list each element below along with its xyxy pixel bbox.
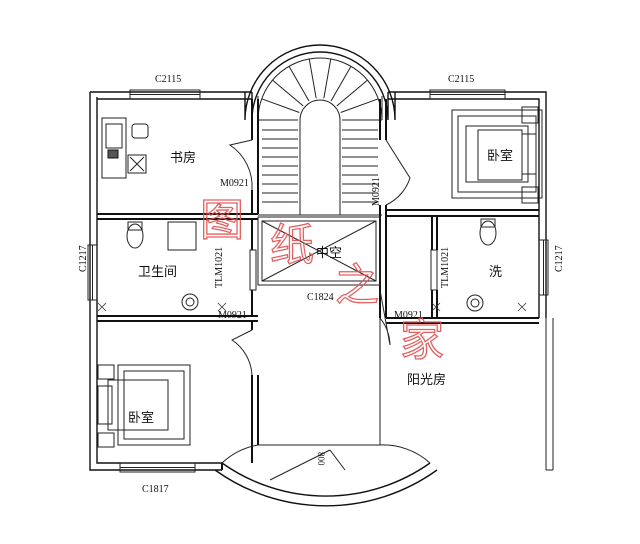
watermark-char-2: 纸 [270, 220, 314, 271]
sliding-door-code-left: TLM1021 [214, 247, 225, 288]
label-sunroom: 阳光房 [407, 372, 446, 387]
stair-tread-radial [288, 66, 310, 102]
void-opening [257, 216, 381, 286]
watermark: 图 纸 之 家 [199, 194, 444, 366]
stair-tread-radial [340, 98, 379, 113]
stair-tread-radial [330, 66, 352, 102]
label-study: 书房 [170, 150, 196, 165]
window-code-top-left: C2115 [155, 74, 181, 85]
door-code-stair: M0921 [371, 177, 382, 206]
windows [87, 89, 549, 473]
label-void: 中空 [316, 245, 342, 260]
bathroom-fixtures [126, 218, 497, 312]
label-wash: 洗 [489, 264, 502, 279]
balcony-dimension: 800 [316, 452, 326, 466]
watermark-char-3: 之 [335, 260, 379, 311]
study-desk [101, 117, 149, 179]
label-bedroom-bottom-left: 卧室 [128, 410, 154, 425]
bed-bottom-left [97, 364, 191, 448]
doors [228, 139, 438, 376]
label-bathroom: 卫生间 [138, 264, 177, 279]
curved-balcony [214, 444, 438, 507]
door-code-bedroom: M0921 [218, 310, 247, 321]
window-code-top-right: C2115 [448, 74, 474, 85]
window-code-void: C1824 [307, 292, 334, 303]
stair-tread-radial [261, 98, 300, 113]
window-code-left: C1217 [78, 245, 89, 272]
stair-tower [244, 44, 396, 216]
door-code-wash: M0921 [394, 310, 423, 321]
stair-tread-radial [336, 79, 368, 107]
window-code-right: C1217 [554, 245, 565, 272]
stair-treads [258, 58, 382, 203]
stair-tread-radial [272, 79, 304, 107]
watermark-char-4: 家 [400, 315, 444, 366]
corner-marks [97, 302, 527, 312]
stair-tread-radial [323, 58, 332, 99]
watermark-char-1: 图 [200, 195, 244, 246]
stair-tread-radial [308, 58, 317, 99]
window-code-bottom: C1817 [142, 484, 169, 495]
label-bedroom-top-right: 卧室 [487, 148, 513, 163]
bed-top-right [451, 106, 543, 204]
door-code-study: M0921 [220, 178, 249, 189]
sliding-door-code-right: TLM1021 [440, 247, 451, 288]
